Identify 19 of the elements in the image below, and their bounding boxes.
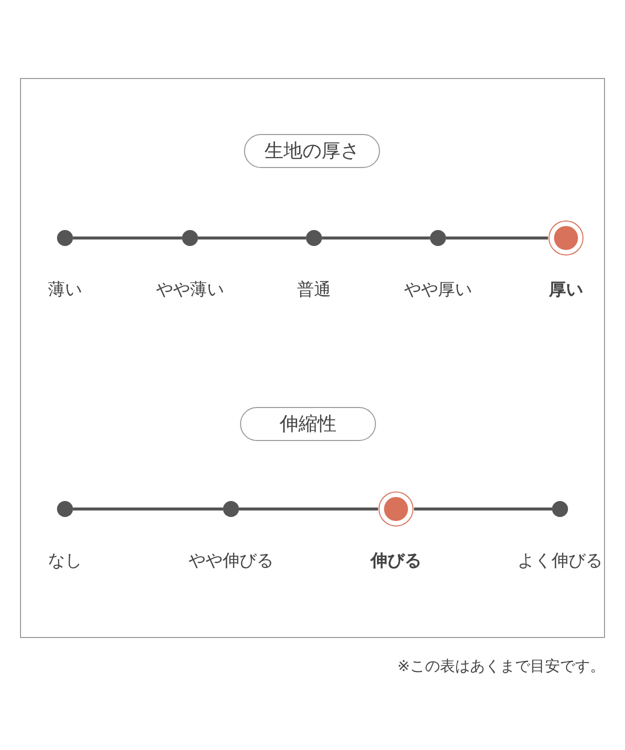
scale-label: 伸びる [370,550,422,573]
scale-line [73,236,182,240]
scale-line [198,236,306,240]
scale-label: やや厚い [404,279,472,302]
scale-line [414,508,552,510]
scale-line [73,508,223,510]
footnote: ※この表はあくまで目安です。 [397,656,605,677]
scale-label: 薄い [48,279,82,302]
heading-pill: 生地の厚さ [244,134,380,168]
heading-pill: 伸縮性 [240,407,376,441]
scale-line [239,508,378,510]
scale-label: やや伸びる [188,550,274,573]
scale-label: 普通 [297,279,331,302]
scale-label: 厚い [549,279,583,302]
scale-label: やや薄い [156,279,224,302]
scale-line [322,236,430,240]
scale-label: なし [48,550,82,573]
scale-line [446,236,548,240]
scale-label: よく伸びる [518,550,602,573]
